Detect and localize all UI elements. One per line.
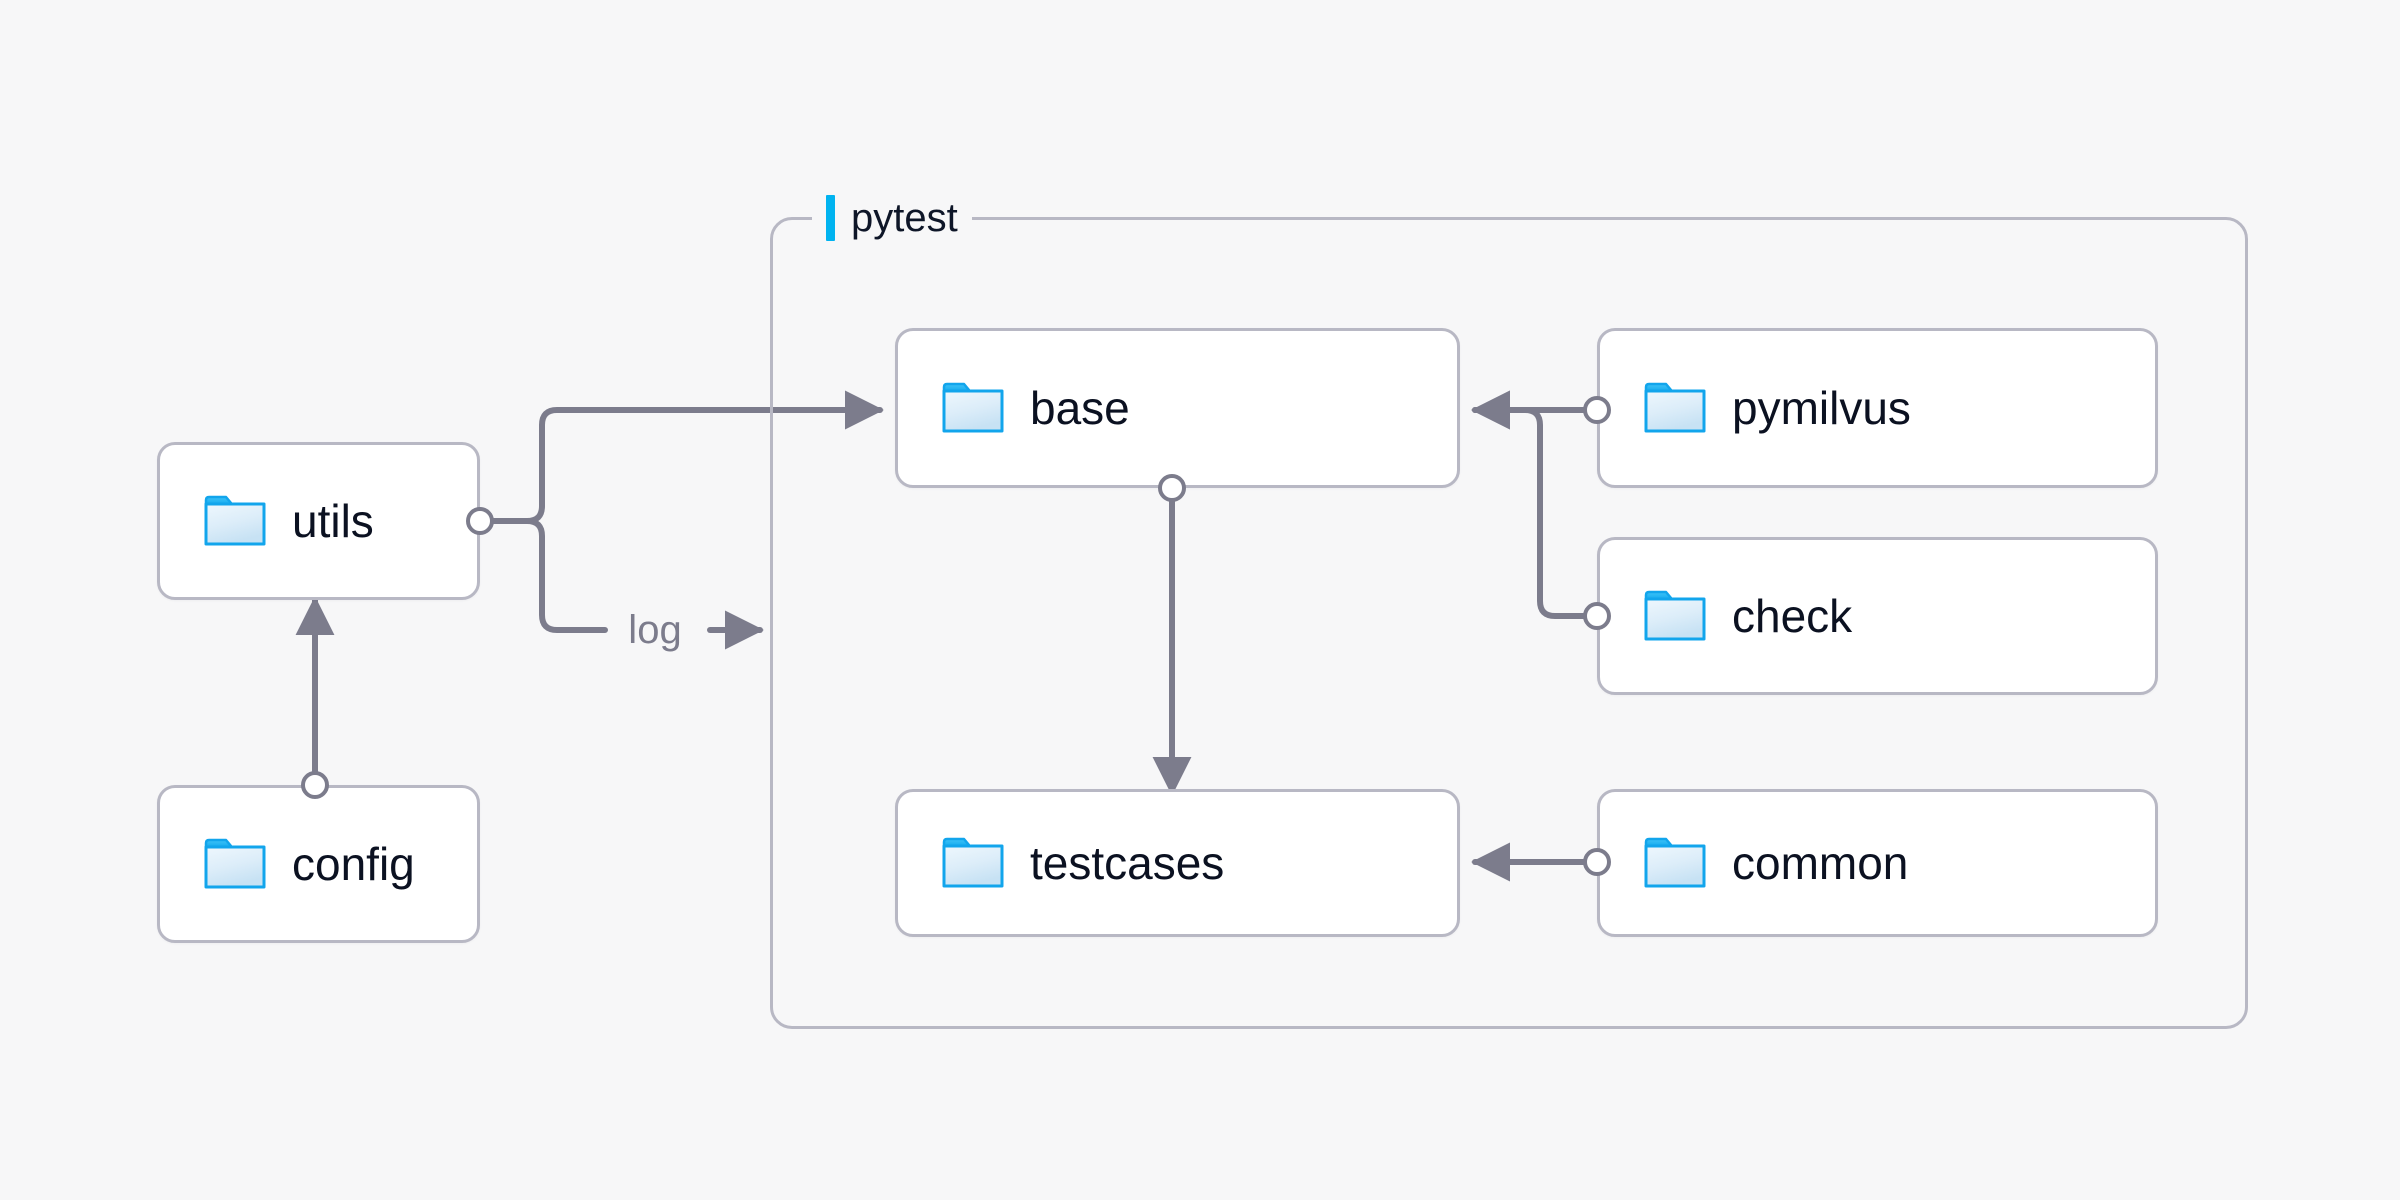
node-check-content: check	[1600, 590, 1852, 642]
folder-icon	[204, 495, 266, 546]
node-pymilvus[interactable]: pymilvus	[1597, 328, 2158, 488]
node-pymilvus-label: pymilvus	[1732, 382, 1911, 434]
folder-icon	[1644, 382, 1706, 433]
folder-icon	[204, 838, 266, 889]
folder-icon	[942, 837, 1004, 888]
node-config-content: config	[160, 838, 415, 890]
node-utils[interactable]: utils	[157, 442, 480, 600]
group-accent-bar	[826, 195, 835, 241]
node-check-label: check	[1732, 590, 1853, 642]
handle-base-bottom[interactable]	[1158, 474, 1186, 502]
node-check[interactable]: check	[1597, 537, 2158, 695]
handle-check-left[interactable]	[1583, 602, 1611, 630]
node-base-content: base	[898, 382, 1130, 434]
edge-label-log: log	[622, 610, 688, 650]
group-title-text: pytest	[851, 196, 958, 240]
node-base[interactable]: base	[895, 328, 1460, 488]
handle-pymilvus-left[interactable]	[1583, 396, 1611, 424]
handle-config-top[interactable]	[301, 771, 329, 799]
folder-icon	[1644, 837, 1706, 888]
pytest-group-container[interactable]	[770, 217, 2248, 1029]
node-common-label: common	[1732, 837, 1909, 889]
node-testcases-content: testcases	[898, 837, 1224, 889]
edge-utils-log	[477, 518, 608, 633]
node-common[interactable]: common	[1597, 789, 2158, 937]
node-base-label: base	[1030, 382, 1130, 434]
handle-utils-right[interactable]	[466, 507, 494, 535]
node-utils-content: utils	[160, 495, 374, 547]
node-common-content: common	[1600, 837, 1908, 889]
node-utils-label: utils	[292, 495, 374, 547]
handle-common-left[interactable]	[1583, 848, 1611, 876]
node-config-label: config	[292, 838, 415, 890]
pytest-group-label: pytest	[812, 192, 972, 244]
folder-icon	[1644, 590, 1706, 641]
node-pymilvus-content: pymilvus	[1600, 382, 1911, 434]
folder-icon	[942, 382, 1004, 433]
node-testcases-label: testcases	[1030, 837, 1225, 889]
node-config[interactable]: config	[157, 785, 480, 943]
node-testcases[interactable]: testcases	[895, 789, 1460, 937]
